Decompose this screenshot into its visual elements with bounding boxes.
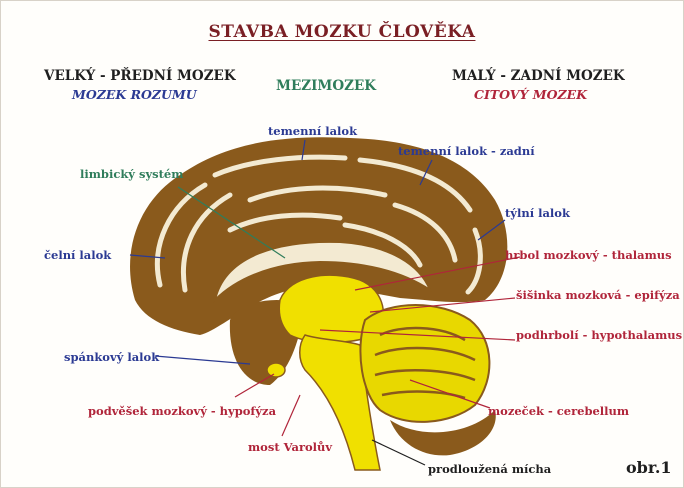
label-epiphysis: šišinka mozková - epifýza [516, 288, 680, 302]
figure-label: obr.1 [626, 458, 672, 477]
label-parietal-lobe: temenní lalok [268, 124, 357, 138]
label-frontal-lobe: čelní lalok [44, 248, 111, 262]
label-medulla: prodloužená mícha [428, 462, 551, 476]
label-thalamus: hrbol mozkový - thalamus [505, 248, 672, 262]
label-hypophysis: podvěšek mozkový - hypofýza [88, 404, 276, 418]
label-pons: most Varolův [248, 440, 332, 454]
label-limbic-system: limbický systém [80, 167, 183, 181]
label-cerebellum: mozeček - cerebellum [488, 404, 629, 418]
label-hypothalamus: podhrbolí - hypothalamus [516, 328, 682, 342]
label-posterior-parietal-lobe: temenní lalok - zadní [398, 144, 535, 158]
pituitary [267, 363, 285, 377]
cerebellum [360, 305, 489, 422]
label-temporal-lobe: spánkový lalok [64, 350, 159, 364]
label-occipital-lobe: týlní lalok [505, 206, 570, 220]
